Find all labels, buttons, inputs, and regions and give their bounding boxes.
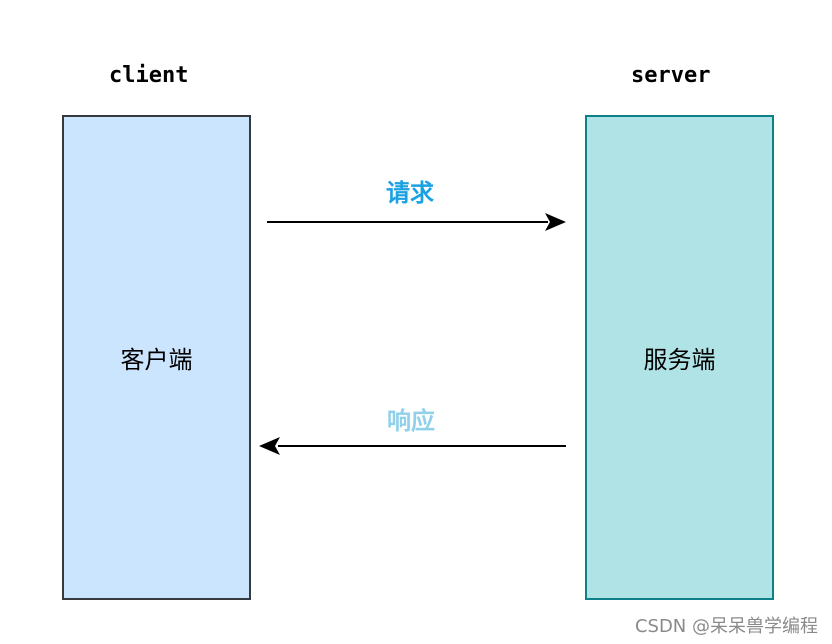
client-title: client xyxy=(109,63,189,88)
server-label: 服务端 xyxy=(643,346,716,374)
response-arrow xyxy=(259,437,566,455)
request-label: 请求 xyxy=(386,178,434,207)
client-box: 客户端 xyxy=(62,115,251,600)
request-arrow xyxy=(267,213,566,231)
watermark: CSDN @呆呆兽学编程 xyxy=(634,616,818,637)
client-label: 客户端 xyxy=(120,346,193,374)
server-title: server xyxy=(631,63,711,88)
response-label: 响应 xyxy=(387,406,435,435)
server-box: 服务端 xyxy=(585,115,774,600)
